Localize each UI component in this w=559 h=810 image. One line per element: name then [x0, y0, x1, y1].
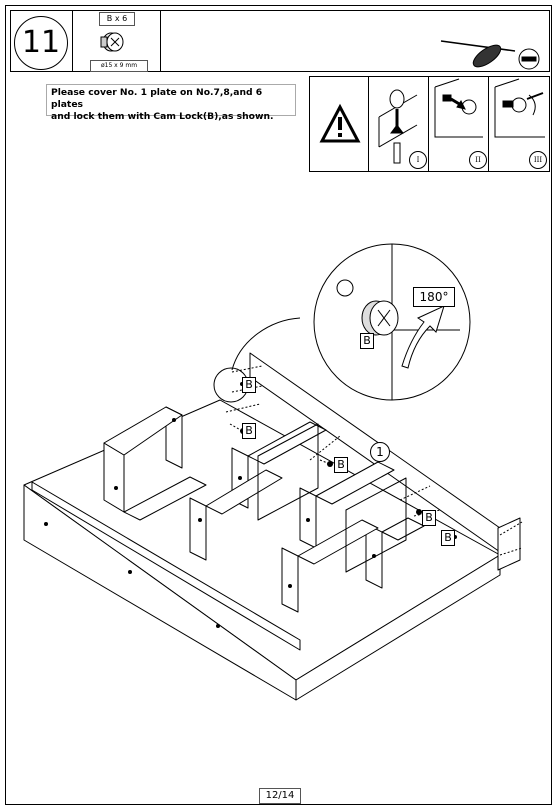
part-quantity: B x 6	[99, 12, 135, 26]
instruction-text: Please cover No. 1 plate on No.7,8,and 6…	[46, 84, 296, 122]
insert-dowel-icon	[378, 89, 418, 164]
hardware-box: B x 6 ø15 x 9 mm	[75, 11, 161, 72]
lock-step-2: II	[429, 77, 489, 171]
tighten-cam-icon	[494, 78, 545, 138]
screwdriver-icon	[440, 40, 540, 70]
step-header: 11 B x 6 ø15 x 9 mm	[10, 10, 550, 72]
page-number: 12/14	[259, 788, 301, 804]
step-roman-1: I	[409, 151, 427, 169]
step-roman-3: III	[529, 151, 547, 169]
cam-lock-icon	[100, 32, 124, 52]
step-number: 11	[14, 16, 68, 70]
lock-step-3: III	[489, 77, 551, 171]
lock-step-1: I	[369, 77, 429, 171]
step-number-box: 11	[11, 11, 73, 71]
step-roman-2: II	[469, 151, 487, 169]
instruction-line-2: and lock them with Cam Lock(B),as shown.	[51, 111, 274, 122]
part-dimension: ø15 x 9 mm	[90, 60, 148, 72]
warning-triangle-icon	[319, 103, 361, 143]
side-panel	[295, 554, 501, 701]
warning-panel: I II III	[309, 76, 550, 172]
cam-lock-label: B	[422, 510, 436, 526]
partition	[281, 547, 299, 613]
warning-cell	[310, 77, 369, 171]
plate-number: 1	[370, 442, 390, 462]
detail-cam-label: B	[360, 333, 374, 349]
cam-lock-label: B	[242, 377, 256, 393]
instruction-line-1: Please cover No. 1 plate on No.7,8,and 6…	[51, 87, 263, 110]
partition	[189, 497, 207, 561]
page-frame	[5, 5, 552, 805]
cam-lock-label: B	[242, 423, 256, 439]
cam-lock-label: B	[334, 457, 348, 473]
rotation-label: 180°	[413, 287, 455, 307]
cam-lock-label: B	[441, 530, 455, 546]
insert-cam-icon	[434, 78, 483, 138]
